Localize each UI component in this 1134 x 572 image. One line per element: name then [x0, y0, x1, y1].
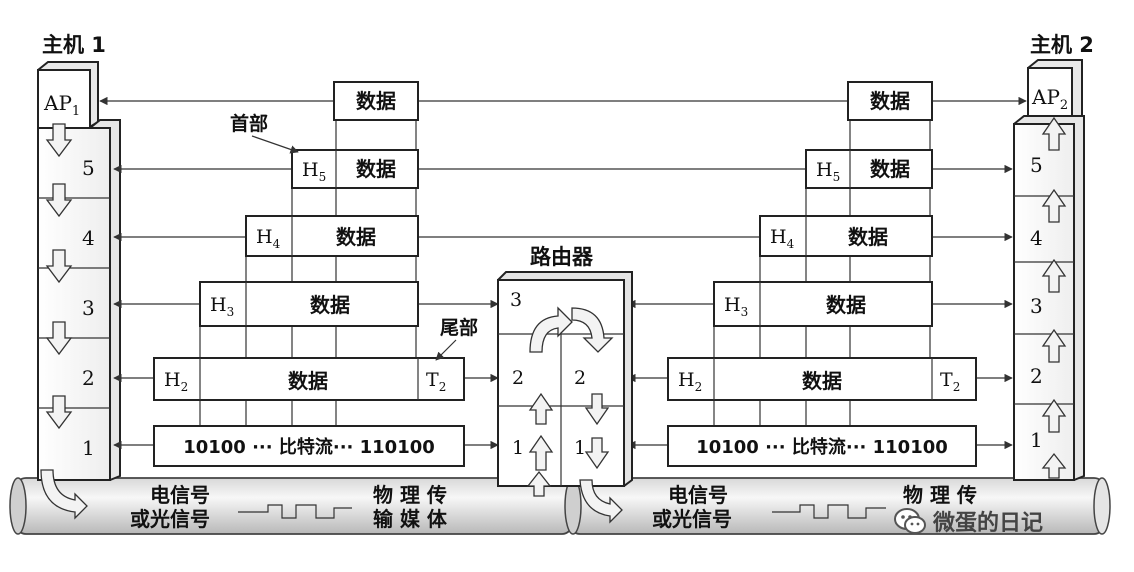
left-h2-data-label: 数据 [288, 369, 328, 393]
left-h2-label: H2 [164, 369, 188, 394]
trailer-annotation: 尾部 [440, 316, 478, 339]
host1-down-arrows [40, 123, 88, 520]
trailer-pointer [435, 339, 457, 361]
host2-stack [1013, 59, 1085, 481]
left-bitstream-box [153, 425, 465, 467]
right-h2-box [667, 357, 977, 401]
left-t2-label: T2 [426, 369, 446, 394]
right-h4-box [759, 215, 933, 257]
left-h2-box [153, 357, 465, 401]
signal-label-right-2: 或光信号 [652, 507, 732, 531]
left-h5-data-label: 数据 [356, 157, 396, 181]
host1-layer-3: 3 [82, 296, 95, 320]
header-pointer [251, 135, 299, 154]
left-bitstream-label: 10100 ··· 比特流··· 110100 [183, 436, 435, 458]
host2-ap-label: AP2 [1031, 85, 1068, 113]
host2-layer-4: 4 [1030, 226, 1043, 250]
host2-layer-2: 2 [1030, 364, 1043, 388]
left-h5-box [291, 149, 419, 189]
media-label-right-1: 物 理 传 [903, 483, 977, 507]
right-bitstream-box [667, 425, 977, 467]
right-h3-box [713, 281, 933, 327]
right-h5-label: H5 [816, 159, 840, 184]
left-h5-label: H5 [302, 159, 326, 184]
medium-pipe-right [564, 477, 1111, 535]
host1-layer-4: 4 [82, 226, 95, 250]
right-h3-data-label: 数据 [826, 293, 866, 317]
left-h4-data-label: 数据 [336, 225, 376, 249]
right-bitstream-label: 10100 ··· 比特流··· 110100 [696, 436, 948, 458]
header-annotation: 首部 [230, 112, 268, 135]
right-t2-label: T2 [940, 369, 960, 394]
host1-title: 主机 1 [42, 33, 106, 57]
router-layer-3: 3 [510, 289, 522, 311]
left-h4-box [245, 215, 419, 257]
host2-layer-3: 3 [1030, 294, 1043, 318]
host1-layer-5: 5 [82, 156, 95, 180]
signal-waveform-left [238, 504, 352, 519]
media-label-left-2: 输 媒 体 [373, 507, 448, 531]
watermark: 微蛋的日记 [893, 498, 1133, 544]
host2-layer-5: 5 [1030, 153, 1043, 177]
signal-label-right-1: 电信号 [668, 483, 728, 507]
right-ap-data-label: 数据 [870, 89, 910, 113]
host2-layer-1: 1 [1030, 428, 1043, 452]
left-h3-label: H3 [210, 294, 234, 319]
router-title: 路由器 [530, 245, 594, 269]
host2-title: 主机 2 [1030, 33, 1094, 57]
left-ap-data-label: 数据 [356, 89, 396, 113]
router-layer-2-right: 2 [574, 367, 586, 389]
left-h4-label: H4 [256, 226, 281, 251]
signal-waveform-right [772, 504, 886, 519]
right-h2-data-label: 数据 [802, 369, 842, 393]
signal-label-left-1: 电信号 [150, 483, 210, 507]
router-layer-2-left: 2 [512, 367, 524, 389]
signal-label-left-2: 或光信号 [130, 507, 210, 531]
right-h5-data-label: 数据 [870, 157, 910, 181]
host2-up-arrows [1041, 116, 1067, 479]
router-layer-1-left: 1 [512, 437, 524, 459]
right-h5-box [805, 149, 933, 189]
right-h2-label: H2 [678, 369, 702, 394]
left-h3-data-label: 数据 [310, 293, 350, 317]
left-h3-box [199, 281, 419, 327]
right-ap-data-box [847, 81, 933, 121]
right-h4-label: H4 [770, 226, 795, 251]
right-h4-data-label: 数据 [848, 225, 888, 249]
wechat-icon [894, 508, 926, 534]
host1-ap-label: AP1 [43, 91, 80, 119]
medium-pipe-left [9, 477, 573, 535]
router-flow-arrows [526, 306, 623, 524]
watermark-text: 微蛋的日记 [933, 511, 1044, 536]
router-layer-1-right: 1 [574, 437, 586, 459]
left-ap-data-box [333, 81, 419, 121]
host1-stack [37, 61, 121, 481]
peer-lines [99, 96, 1027, 450]
host1-layer-2: 2 [82, 366, 95, 390]
right-h3-label: H3 [724, 294, 748, 319]
media-label-left-1: 物 理 传 [373, 483, 447, 507]
host1-layer-1: 1 [82, 436, 95, 460]
